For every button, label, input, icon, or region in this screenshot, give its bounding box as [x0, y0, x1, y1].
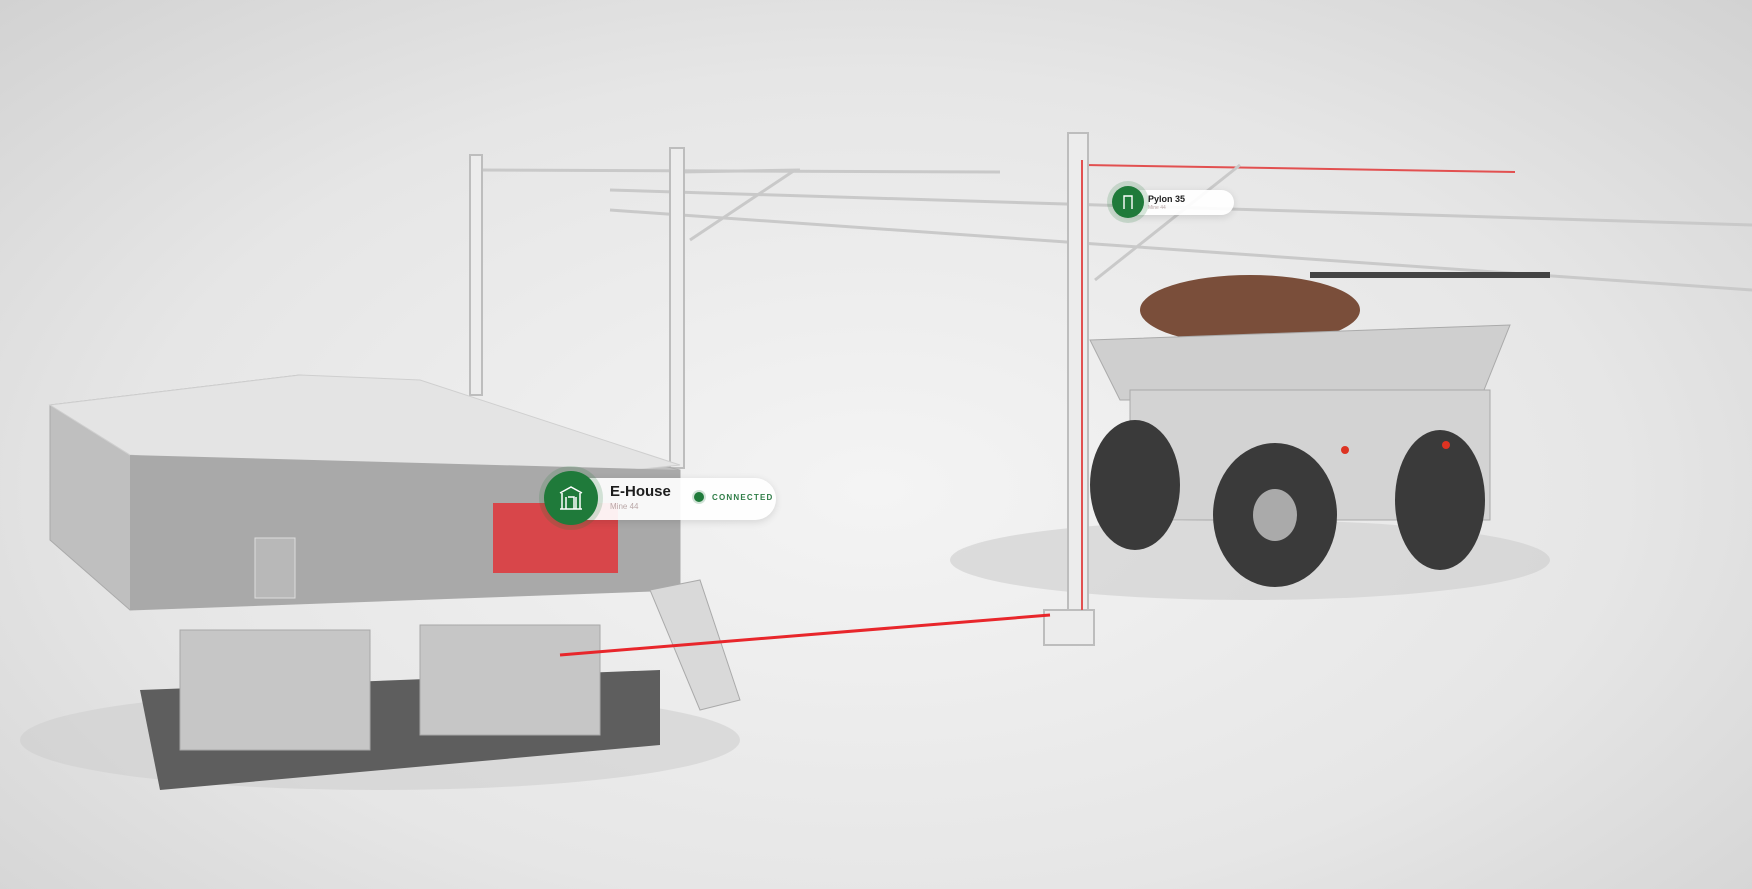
label-subtitle: Mine 44 — [1148, 205, 1166, 211]
status-text: CONNECTED — [712, 492, 774, 502]
status-dot-icon — [694, 492, 704, 502]
pylons — [469, 132, 1095, 646]
pylon-35 — [1067, 132, 1089, 614]
label-subtitle: Mine 44 — [610, 502, 639, 511]
mining-truck — [1089, 272, 1550, 587]
building-icon — [544, 471, 598, 525]
label-title: E-House — [610, 483, 671, 500]
transformer — [419, 624, 601, 736]
ore-load — [1140, 275, 1360, 345]
pantograph — [1310, 272, 1550, 278]
transformer — [179, 629, 371, 751]
cable-red — [559, 613, 1051, 657]
e-house-building — [48, 374, 741, 790]
e-house-label[interactable]: E-House Mine 44 CONNECTED — [544, 471, 776, 525]
pylon-icon — [1112, 186, 1144, 218]
pylon-label[interactable]: Pylon 35 Mine 44 — [1112, 186, 1234, 218]
label-title: Pylon 35 — [1148, 194, 1186, 204]
status-badge: CONNECTED — [694, 492, 773, 502]
